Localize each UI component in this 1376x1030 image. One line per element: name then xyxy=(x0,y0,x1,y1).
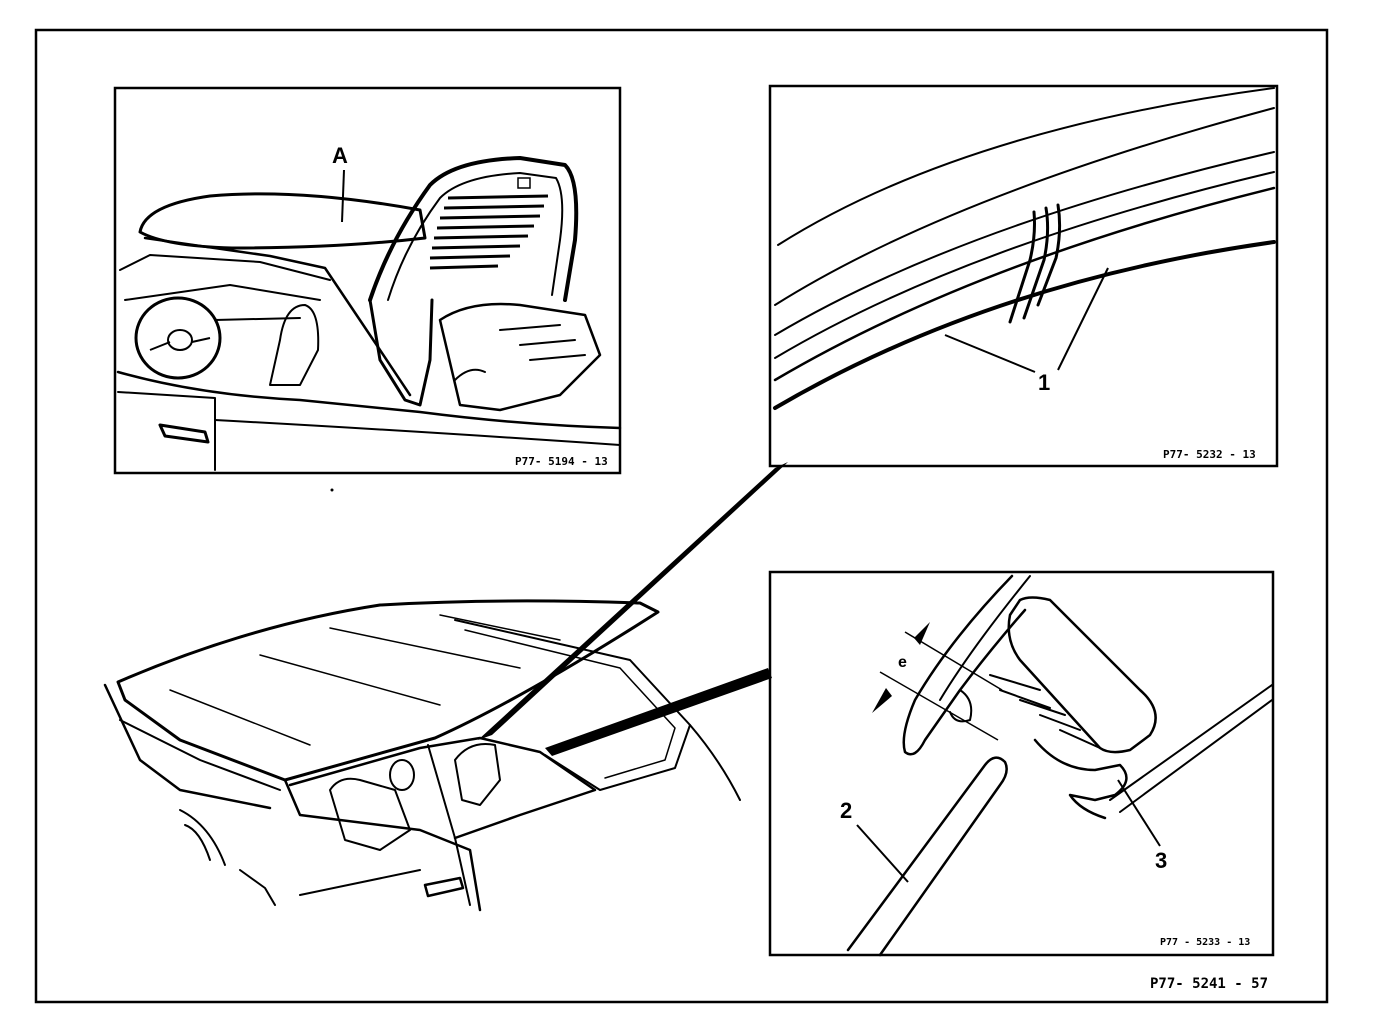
rod xyxy=(846,756,1008,957)
steering-hub xyxy=(167,329,193,351)
seat-detail xyxy=(454,324,586,381)
main-car-drawing xyxy=(103,599,741,912)
callout-3-leader xyxy=(1117,779,1161,847)
wheel-arch xyxy=(179,809,226,866)
panel-bottom-right: e 2 3 P77 - 5233 - 13 xyxy=(768,570,1275,957)
callout-1: 1 xyxy=(1038,370,1050,395)
pointer-to-top-right xyxy=(478,462,788,740)
callout-e: e xyxy=(898,654,907,671)
hardtop-outline xyxy=(138,192,427,250)
panel-top-left: A P77- 5194 - 13 xyxy=(113,86,622,475)
driver-seat xyxy=(269,304,320,386)
callout-a-leader xyxy=(341,169,345,223)
dimension-arrow-top xyxy=(914,622,930,645)
dimension-line-bottom xyxy=(879,671,999,741)
seal-ribs xyxy=(989,674,1101,749)
roof-panel-lines xyxy=(169,614,561,746)
callout-1-leader-a xyxy=(944,334,1036,373)
panel-top-right-border xyxy=(768,84,1279,468)
panel-top-right: 1 P77- 5232 - 13 xyxy=(768,84,1279,468)
seal-strip-e xyxy=(773,240,1276,410)
seal-strip-c xyxy=(774,171,1275,359)
rear-window-badge xyxy=(517,177,531,189)
panel-top-left-border xyxy=(113,86,622,475)
rear-window-slats xyxy=(429,194,549,270)
headrest xyxy=(389,759,415,791)
seal-strip-b xyxy=(774,151,1275,336)
seal-strip-outer xyxy=(777,87,1275,246)
panel-bottom-right-border xyxy=(768,570,1275,957)
pointer-to-bottom-right xyxy=(545,668,772,756)
dimension-arrow-bottom xyxy=(872,688,892,713)
seal-strip-a xyxy=(774,107,1275,306)
car-roof xyxy=(116,599,660,782)
car-lower-line xyxy=(239,869,421,906)
car-sill xyxy=(214,419,621,446)
callout-2-leader xyxy=(856,824,909,883)
car-seat-left xyxy=(329,777,411,851)
car-seat-right xyxy=(454,743,501,806)
callout-a: A xyxy=(332,143,348,168)
panel-ref-top-left: P77- 5194 - 13 xyxy=(515,455,608,468)
speck xyxy=(330,488,334,492)
seal-profile-inner xyxy=(939,575,1031,723)
panel-ref-top-right: P77- 5232 - 13 xyxy=(1163,448,1256,461)
hardtop-rear-window xyxy=(454,619,691,791)
car-body-line xyxy=(116,370,622,430)
rear-seats xyxy=(438,302,602,412)
softtop-frame xyxy=(368,156,579,302)
figure-ref: P77- 5241 - 57 xyxy=(1150,976,1268,992)
frame-rail xyxy=(1109,684,1273,813)
softtop-frame-inner xyxy=(387,172,564,301)
seal-body xyxy=(1007,596,1157,754)
dashboard xyxy=(119,254,331,321)
softtop-left-post xyxy=(368,298,434,407)
panel-ref-bottom-right: P77 - 5233 - 13 xyxy=(1160,937,1250,948)
door-handle xyxy=(158,423,210,444)
callout-3: 3 xyxy=(1155,848,1167,873)
seal-joint xyxy=(1008,203,1062,324)
seal-lower xyxy=(1033,738,1128,820)
car-door-handle xyxy=(423,876,465,898)
steering-spoke xyxy=(191,337,211,343)
side-window-frame xyxy=(288,736,597,840)
door-line xyxy=(427,744,471,906)
figure-frame xyxy=(34,28,1329,1004)
steering-spoke xyxy=(149,341,171,351)
steering-wheel xyxy=(134,296,222,380)
car-body-lower xyxy=(117,391,216,471)
seal-profile xyxy=(902,574,1027,756)
seal-strip-d xyxy=(773,186,1276,382)
callout-2: 2 xyxy=(840,798,852,823)
hardtop-rear-window-inner xyxy=(464,629,676,779)
callout-1-leader-b xyxy=(1057,267,1109,371)
hardtop-edge xyxy=(143,236,412,397)
car-body xyxy=(103,683,482,912)
car-side xyxy=(119,719,741,801)
